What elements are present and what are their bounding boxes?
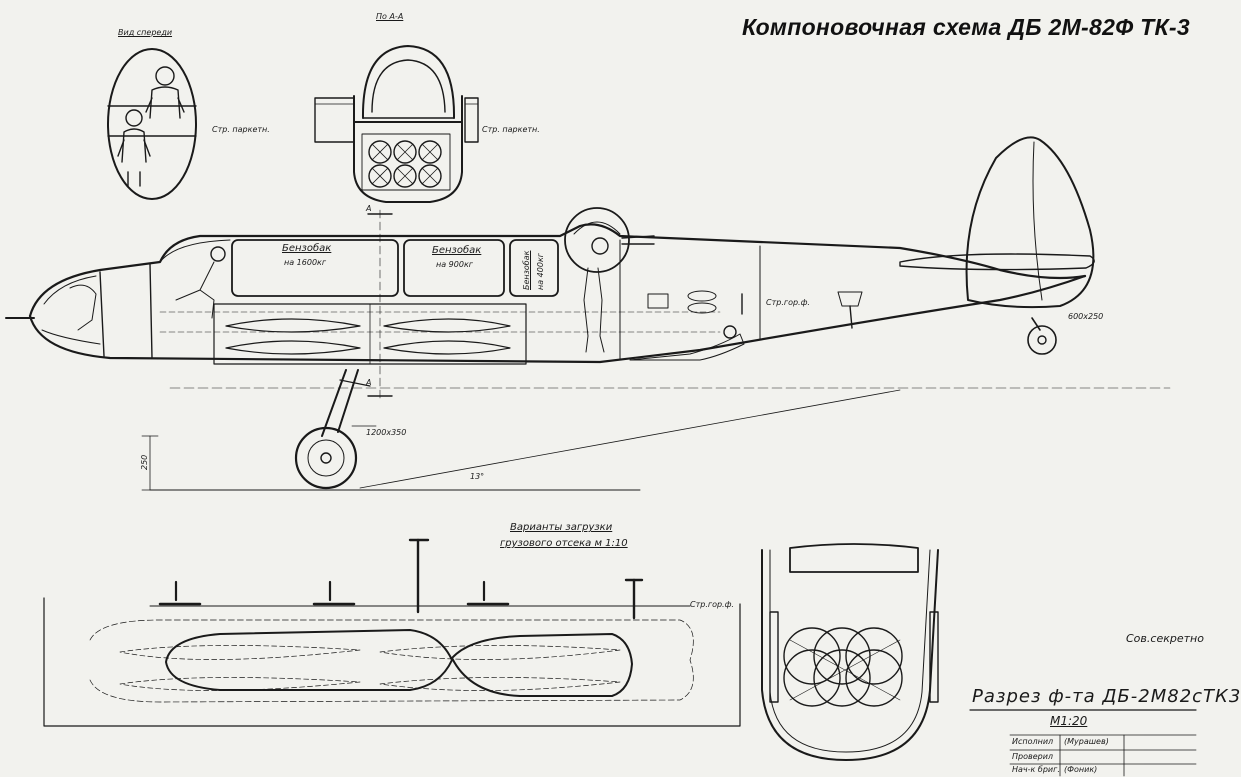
fuel-tank-2-name: Бензобак [432,245,482,256]
title-block-role-3: Нач-к бриг. [1012,765,1060,774]
fuel-tank-1-capacity: на 1600кг [284,258,327,267]
title-block-role-2: Проверил [1012,752,1054,761]
wall-note-right: Стр. паркетн. [482,125,540,134]
height-dimension: 250 [140,454,149,470]
loading-variants [43,538,741,727]
section-view-label: По А-А [376,12,404,21]
fuel-tank-3-name: Бензобак [522,250,531,290]
section-mark-upper: А [366,204,372,213]
loading-variants-title: Варианты загрузки [510,522,613,533]
technical-drawing [5,45,1197,777]
front-view [107,48,197,200]
wall-note-left: Стр. паркетн. [212,125,270,134]
construction-line-label: Стр.гор.ф. [766,298,810,307]
mainwheel-size: 1200x350 [366,428,407,437]
front-view-label: Вид спереди [118,28,173,37]
fuel-tank-1-name: Бензобак [282,243,332,254]
sheet-drawing-title: Разрез ф-та ДБ-2М82сТК3 [972,686,1241,707]
tailwheel-size: 600x250 [1068,312,1104,321]
title-block [969,709,1197,777]
fuel-tank-3-capacity: на 400кг [536,253,545,290]
title-block-name-1: (Мурашев) [1064,737,1109,746]
drawing-sheet: Компоновочная схема ДБ 2М-82Ф ТК-3 Вид с… [5,12,1240,777]
section-mark-lower: А [366,378,372,387]
fuselage-side-view [5,136,1171,491]
loading-variants-subtitle: грузового отсека м 1:10 [500,538,628,549]
title-block-role-1: Исполнил [1012,737,1054,746]
title-block-name-3: (Фоник) [1064,765,1098,774]
lower-cross-section [761,543,939,761]
angle-note: 13° [470,472,485,481]
drawing-title: Компоновочная схема ДБ 2М-82Ф ТК-3 [742,14,1190,40]
fuel-tank-2-capacity: на 900кг [436,260,473,269]
section-a-a [314,45,479,203]
loading-construction-line: Стр.гор.ф. [690,600,734,609]
secrecy-stamp: Сов.секретно [1126,632,1204,645]
sheet-scale: М1:20 [1050,714,1088,728]
